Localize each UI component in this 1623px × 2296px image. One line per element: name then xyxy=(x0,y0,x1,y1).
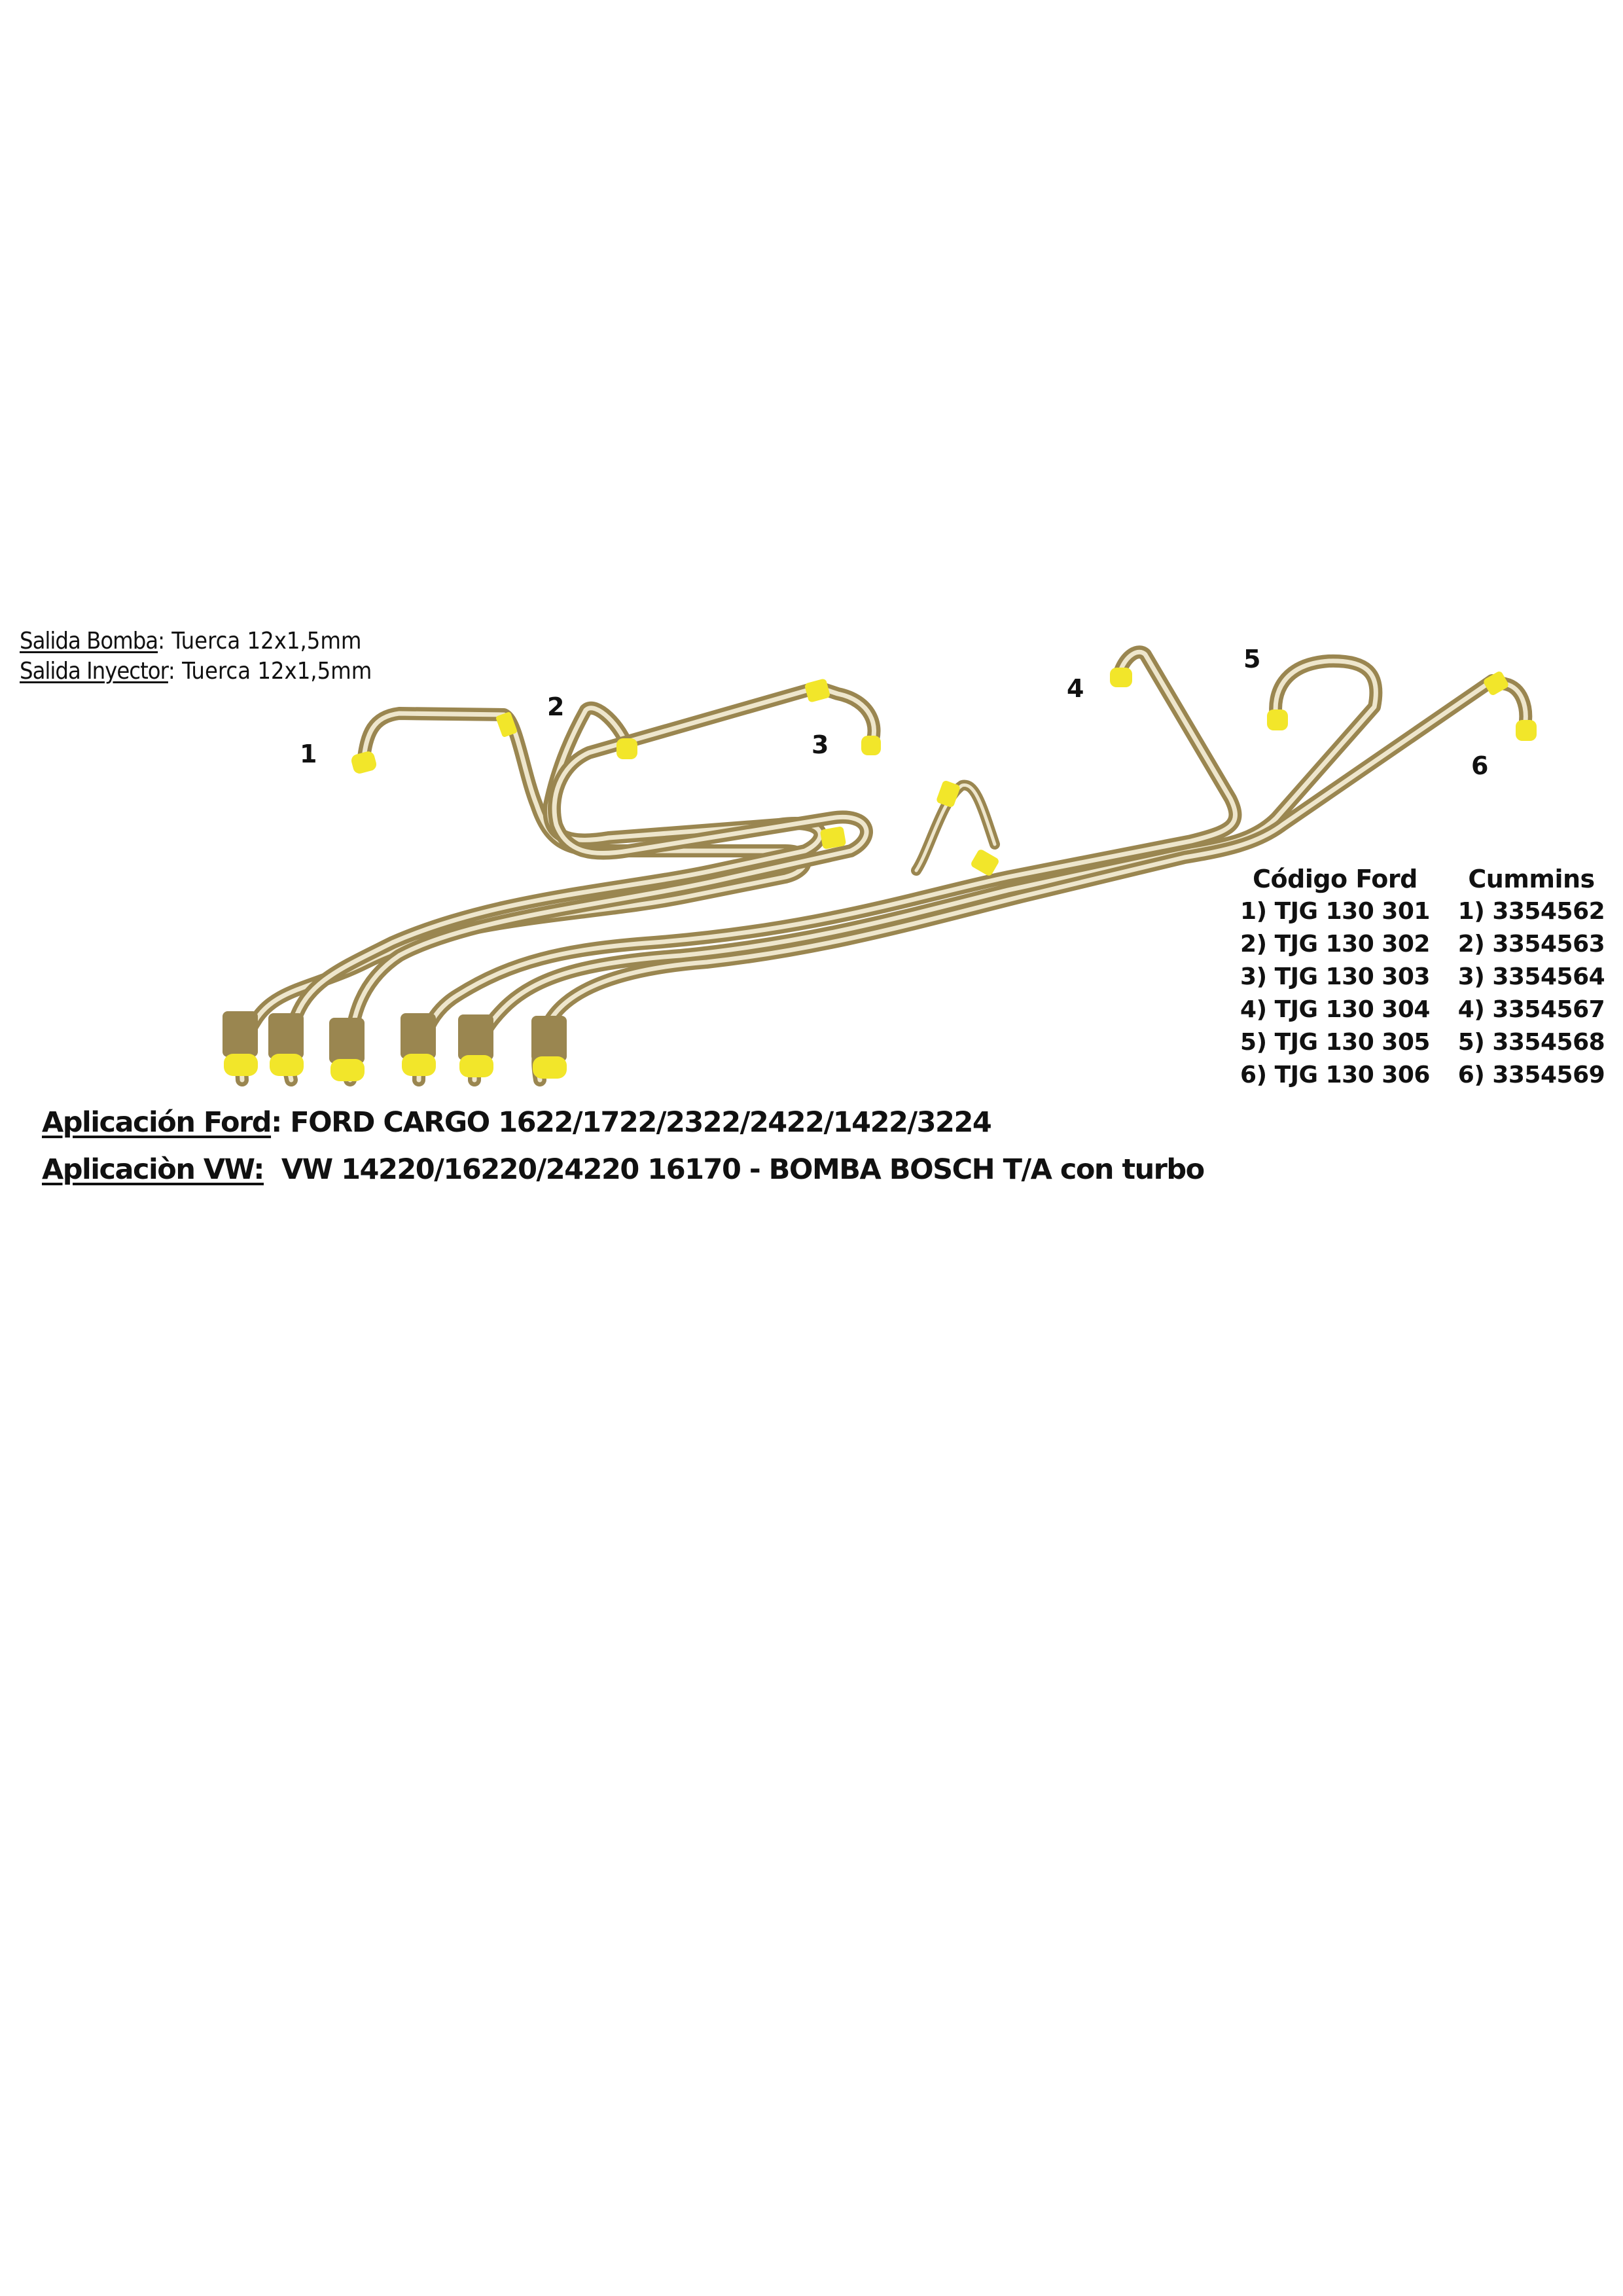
spec-bomba-value: : Tuerca 12x1,5mm xyxy=(158,628,362,655)
spec-salida-inyector: Salida Inyector: Tuerca 12x1,5mm xyxy=(20,657,372,686)
codes-table: Código Ford 1) TJG 130 301 2) TJG 130 30… xyxy=(1230,863,1623,1098)
ford-code-row: 6) TJG 130 306 xyxy=(1240,1062,1430,1088)
pipe-label-4: 4 xyxy=(1067,674,1084,703)
ford-code-row: 1) TJG 130 301 xyxy=(1240,898,1430,925)
cummins-code-column: Cummins 1) 3354562 2) 3354563 3) 3354564… xyxy=(1453,863,1610,1092)
application-ford-label: Aplicación Ford xyxy=(42,1106,272,1139)
application-ford: Aplicación Ford: FORD CARGO 1622/1722/23… xyxy=(42,1106,992,1139)
pipe-label-3: 3 xyxy=(812,730,829,759)
ford-code-row: 3) TJG 130 303 xyxy=(1240,963,1430,990)
ford-code-row: 5) TJG 130 305 xyxy=(1240,1029,1430,1056)
application-ford-value: : FORD CARGO 1622/1722/2322/2422/1422/32… xyxy=(271,1106,992,1139)
cummins-code-row: 1) 3354562 xyxy=(1457,898,1605,925)
ford-code-column: Código Ford 1) TJG 130 301 2) TJG 130 30… xyxy=(1230,863,1440,1092)
spec-salida-bomba: Salida Bomba: Tuerca 12x1,5mm xyxy=(20,627,362,656)
cummins-code-row: 6) 3354569 xyxy=(1457,1062,1605,1088)
ford-code-row: 2) TJG 130 302 xyxy=(1240,931,1430,958)
spec-bomba-label: Salida Bomba xyxy=(20,628,158,655)
cummins-code-row: 3) 3354564 xyxy=(1457,963,1605,990)
cummins-header: Cummins xyxy=(1468,865,1595,893)
cummins-code-row: 5) 3354568 xyxy=(1457,1029,1605,1056)
cummins-code-row: 2) 3354563 xyxy=(1457,931,1605,958)
injection-pipes-illustration xyxy=(223,645,1537,1086)
spec-inyector-value: : Tuerca 12x1,5mm xyxy=(168,658,372,685)
pipe-label-2: 2 xyxy=(547,692,565,721)
pipe-label-5: 5 xyxy=(1243,645,1261,673)
pipe-bundle xyxy=(235,645,1533,1086)
pipe-label-6: 6 xyxy=(1471,751,1489,780)
ford-code-row: 4) TJG 130 304 xyxy=(1240,996,1430,1023)
cummins-code-row: 4) 3354567 xyxy=(1457,996,1605,1023)
pipe-label-1: 1 xyxy=(300,740,317,768)
application-vw-label: Aplicaciòn VW: xyxy=(42,1153,264,1186)
application-vw: Aplicaciòn VW: VW 14220/16220/24220 1617… xyxy=(42,1153,1205,1186)
yellow-caps xyxy=(223,668,1537,1081)
spec-inyector-label: Salida Inyector xyxy=(20,658,169,685)
ford-code-header: Código Ford xyxy=(1253,865,1418,893)
application-vw-value: VW 14220/16220/24220 16170 - BOMBA BOSCH… xyxy=(263,1153,1205,1186)
